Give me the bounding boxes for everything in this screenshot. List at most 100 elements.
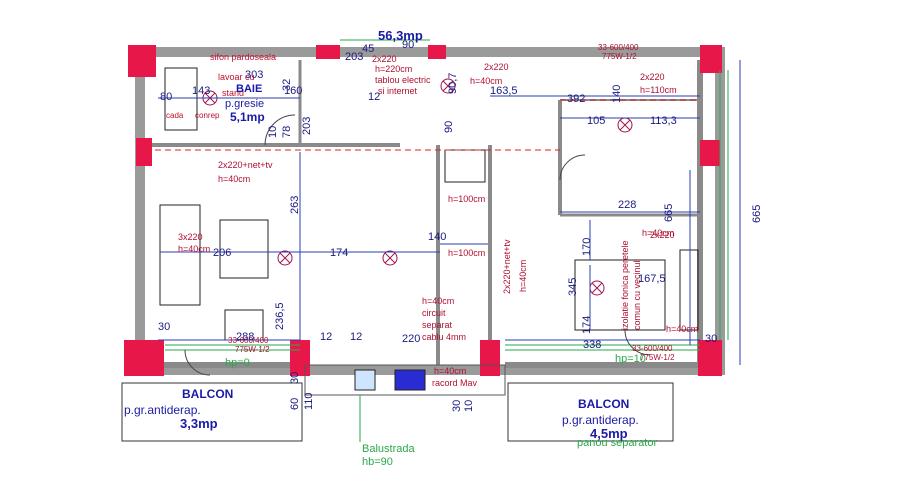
elec-e2b: 2x220 xyxy=(640,72,665,82)
dim-10b: 10 xyxy=(463,400,475,412)
bath-note-tub: cada xyxy=(166,111,184,120)
elec-e10: 2x220 xyxy=(650,230,675,240)
railing-label: Balustrada xyxy=(362,443,415,455)
dim-203b: 203 xyxy=(301,117,313,135)
bath-area: 5,1mp xyxy=(230,110,265,124)
dim-30a: 30 xyxy=(158,321,170,333)
balcony-right-floor: p.gr.antiderap. xyxy=(562,413,639,427)
dim-1635: 163,5 xyxy=(490,85,518,97)
elec-e1: 2x220 xyxy=(372,54,397,64)
dim-665a: 665 xyxy=(663,204,675,222)
bath-floor: p.gresie xyxy=(225,98,264,110)
dim-105: 105 xyxy=(587,115,605,127)
elec-e11: h=40cm xyxy=(666,324,698,334)
dim-45: 45 xyxy=(362,43,374,55)
elec-e9: h=40cm xyxy=(434,366,466,376)
elec-e10h: h=40cm xyxy=(642,228,674,238)
elec-insul2: comun cu vecinul xyxy=(632,260,642,330)
elec-circuit1: circuit xyxy=(422,308,446,318)
win-w1b: 775W-1/2 xyxy=(602,52,637,61)
elec-insul1: izolatie fonica peretele xyxy=(620,240,630,330)
balconies xyxy=(121,364,674,442)
elec-circuit2: separat xyxy=(422,320,453,330)
bathtub xyxy=(164,67,198,131)
hp-right: hp=10 xyxy=(615,353,646,365)
elec-racord: racord Mav xyxy=(432,378,478,388)
win-w1: 33-600/400 xyxy=(598,43,639,52)
elec-e5: h=100cm xyxy=(448,194,485,204)
bath-note-1: sifon pardoseala xyxy=(210,52,276,62)
dim-60: 60 xyxy=(289,398,301,410)
balcony-left-floor: p.gr.antiderap. xyxy=(124,403,201,417)
win-w2: 33-600/400 xyxy=(228,336,269,345)
coffee-table xyxy=(219,219,269,279)
bath-name: BAIE xyxy=(236,83,262,95)
dim-32: 32 xyxy=(281,79,293,91)
elec-e3h: h=40cm xyxy=(218,174,250,184)
bath-note-2: lavoar cu xyxy=(218,72,255,82)
structural-columns xyxy=(124,45,722,376)
elec-e4h: h=40cm xyxy=(178,244,210,254)
elec-e1h: h=220cm xyxy=(375,64,412,74)
elec-e7: 2x220+net+tv xyxy=(502,239,512,294)
dim-12a: 12 xyxy=(368,91,380,103)
dim-174b: 174 xyxy=(581,316,593,334)
elec-e8: h=40cm xyxy=(422,296,454,306)
dim-30b: 30 xyxy=(705,333,717,345)
dim-12c: 12 xyxy=(350,331,362,343)
washer xyxy=(354,369,376,391)
dim-228: 228 xyxy=(618,199,636,211)
dim-206: 206 xyxy=(213,247,231,259)
dim-174: 174 xyxy=(330,247,348,259)
dim-907: 90,7 xyxy=(447,73,459,94)
dim-288: 288 xyxy=(236,331,254,343)
dim-160: 160 xyxy=(284,85,302,97)
win-w2b: 775W-1/2 xyxy=(235,345,270,354)
balcony-left-name: BALCON xyxy=(182,387,233,401)
dim-170: 170 xyxy=(581,238,593,256)
dim-1675: 167,5 xyxy=(638,273,666,285)
dim-143: 143 xyxy=(192,85,210,97)
total-area: 56,3mp xyxy=(378,28,423,43)
doors xyxy=(184,114,651,376)
elec-e2x: h=40cm xyxy=(470,76,502,86)
dim-90b: 90 xyxy=(443,121,455,133)
dim-10: 10 xyxy=(267,126,279,138)
dim-665b: 665 xyxy=(751,205,763,223)
dim-12b: 12 xyxy=(320,331,332,343)
elec-e4: 3x220 xyxy=(178,232,203,242)
win-w3b: 775W-1/2 xyxy=(640,353,675,362)
electrical-runs xyxy=(145,99,700,151)
elec-e7h: h=40cm xyxy=(518,260,528,292)
dim-303: 303 xyxy=(245,69,263,81)
bath-note-3: stand xyxy=(222,88,244,98)
dim-220: 220 xyxy=(402,333,420,345)
dim-140b: 140 xyxy=(428,231,446,243)
fridge xyxy=(444,149,486,183)
dim-2365: 236,5 xyxy=(274,302,286,330)
dim-338: 338 xyxy=(583,339,601,351)
sofa xyxy=(159,204,201,306)
balcony-right-name: BALCON xyxy=(578,397,629,411)
elec-e6: h=100cm xyxy=(448,248,485,258)
dim-345: 345 xyxy=(567,278,579,296)
dim-140a: 140 xyxy=(611,85,623,103)
elec-circuit3: cablu 4mm xyxy=(422,332,466,342)
balcony-right-note: panou separator xyxy=(577,437,657,449)
windows xyxy=(165,39,729,351)
boiler xyxy=(394,369,426,391)
dim-392: 392 xyxy=(567,93,585,105)
dim-30c: 30 xyxy=(451,400,463,412)
elec-e3: 2x220+net+tv xyxy=(218,160,273,170)
dim-1133: 113,3 xyxy=(650,115,677,127)
elec-e2h: h=110cm xyxy=(640,85,677,95)
balcony-right-area: 4,5mp xyxy=(590,426,628,441)
wardrobe xyxy=(679,249,699,331)
furniture xyxy=(159,67,699,391)
railing-height: hb=90 xyxy=(362,456,393,468)
balcony-left-area: 3,3mp xyxy=(180,416,218,431)
dimension-lines xyxy=(158,60,741,365)
elec-panel2: si internet xyxy=(378,86,418,96)
hp-left: hp=0 xyxy=(225,357,250,369)
